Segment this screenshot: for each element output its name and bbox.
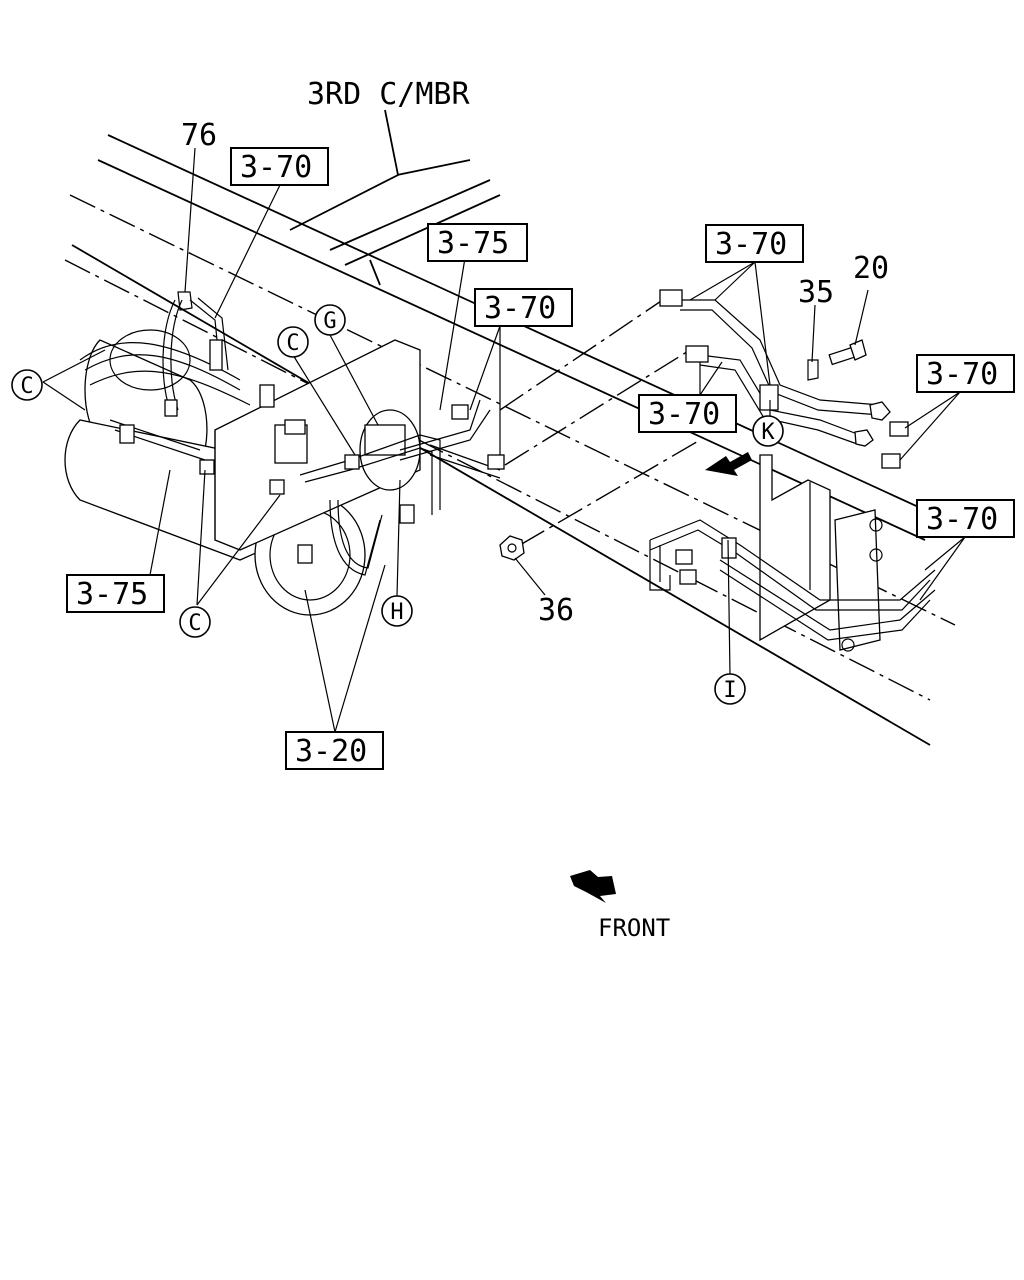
arrow-icon (705, 452, 752, 476)
ref-box: 3-20 (285, 731, 384, 770)
ref-box: 3-70 (638, 394, 737, 433)
part-76-label: 76 (181, 118, 217, 153)
callout-label: K (761, 420, 775, 445)
ref-box-label: 3-70 (926, 357, 998, 392)
callout-h: H (381, 595, 413, 627)
reference-boxes: 3-70 3-75 3-70 3-70 3-70 3-70 3-70 3-75 (66, 147, 1015, 770)
part-35-label: 35 (798, 275, 834, 310)
ref-box: 3-70 (916, 354, 1015, 393)
callout-label: G (323, 309, 336, 334)
brake-unit-assembly (64, 291, 441, 616)
leader-lines (42, 147, 966, 733)
callout-c: C (11, 369, 43, 401)
callout-k: K (752, 415, 784, 447)
callout-label: I (723, 678, 736, 703)
ref-box: 3-75 (66, 574, 165, 613)
part-36-label: 36 (538, 593, 574, 628)
ref-box-label: 3-20 (295, 734, 367, 769)
ref-box-label: 3-70 (240, 150, 312, 185)
ref-box: 3-70 (230, 147, 329, 186)
ref-box: 3-75 (427, 223, 528, 262)
center-pipes (399, 294, 701, 561)
ref-box-label: 3-70 (648, 397, 720, 432)
ref-box-label: 3-70 (715, 227, 787, 262)
callouts: C C C C G H I K (11, 304, 784, 705)
front-arrow-icon (570, 870, 616, 903)
callout-label: C (286, 331, 299, 356)
part-labels: 3RD C/MBR 76 20 35 36 FRONT (181, 77, 889, 942)
callout-i: I (714, 673, 746, 705)
callout-label: C (188, 611, 201, 636)
member-label: 3RD C/MBR (307, 77, 470, 112)
direction-arrows (570, 452, 752, 903)
callout-c: C (179, 606, 211, 638)
callout-g: G (314, 304, 346, 336)
ref-box-label: 3-70 (484, 291, 556, 326)
ref-box: 3-70 (916, 499, 1015, 538)
part-20-label: 20 (853, 251, 889, 286)
callout-label: H (390, 600, 403, 625)
callout-label: C (20, 374, 33, 399)
callout-c: C (277, 326, 309, 358)
ref-box-label: 3-70 (926, 502, 998, 537)
ref-box: 3-70 (705, 224, 804, 263)
ref-box-label: 3-75 (76, 577, 148, 612)
ref-box: 3-70 (474, 288, 573, 327)
right-pipe-assembly (649, 289, 936, 652)
front-label: FRONT (598, 914, 670, 942)
ref-box-label: 3-75 (437, 226, 509, 261)
